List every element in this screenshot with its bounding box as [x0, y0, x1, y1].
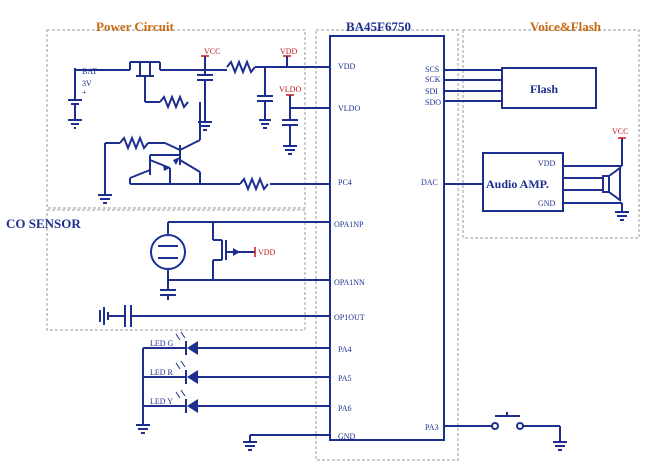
vcc-label: VCC: [204, 47, 220, 56]
audio-amp-block: [482, 152, 564, 212]
resistor-gate: [159, 96, 189, 108]
resistor-pc4: [239, 178, 269, 190]
mcu-chip: [329, 35, 445, 441]
audio-amp-label: Audio AMP.: [486, 177, 549, 191]
pin-pa5: PA5: [338, 374, 352, 383]
pin-sck: SCK: [425, 75, 441, 84]
resistor-vdd: [226, 61, 256, 73]
spi-bus: [444, 69, 502, 185]
led-y-label: LED Y: [150, 397, 173, 406]
battery-voltage: 3V: [82, 79, 92, 88]
voice-flash-title: Voice&Flash: [530, 19, 602, 34]
led-r-diode: [187, 370, 198, 384]
pin-gnd: GND: [338, 432, 356, 441]
fet-arrow: [233, 248, 240, 256]
vdd-label: VDD: [280, 47, 298, 56]
led-g-label: LED G: [150, 339, 174, 348]
chip-gnd: [243, 434, 330, 451]
pin-dac: DAC: [421, 178, 438, 187]
flash-block: [501, 67, 597, 109]
amp-vdd-label: VDD: [538, 159, 556, 168]
transistor-arrow-2: [163, 165, 170, 171]
pin-vdd: VDD: [338, 62, 356, 71]
chip-dashed-box: [315, 29, 459, 461]
vdd-sensor-label: VDD: [258, 248, 276, 257]
pin-scs: SCS: [425, 65, 439, 74]
pin-sdo: SDO: [425, 98, 441, 107]
pin-opa1np: OPA1NP: [334, 220, 364, 229]
amp-wiring: [563, 138, 629, 221]
voice-flash-box: [462, 29, 640, 239]
pin-pa3: PA3: [425, 423, 439, 432]
pin-pc4: PC4: [338, 178, 352, 187]
battery-label: BAT: [82, 67, 97, 76]
power-circuit: [68, 56, 330, 204]
power-circuit-box: [46, 29, 306, 209]
power-circuit-title: Power Circuit: [96, 19, 175, 34]
pa3-pushbutton: [444, 412, 567, 451]
pin-pa6: PA6: [338, 404, 352, 413]
vcc2-label: VCC: [612, 127, 628, 136]
transistor-arrow: [173, 157, 180, 165]
resistor-base: [119, 137, 149, 149]
vldo-label: VLDO: [279, 85, 301, 94]
co-sensor-circuit: [99, 221, 330, 327]
chip-name: BA45F6750: [346, 19, 411, 34]
led-r-label: LED R: [150, 368, 174, 377]
pin-sdi: SDI: [425, 87, 438, 96]
battery-plus: +: [82, 88, 87, 97]
flash-label: Flash: [530, 82, 558, 96]
led-y-diode: [187, 399, 198, 413]
led-circuit: [136, 341, 330, 434]
led-g-diode: [187, 341, 198, 355]
co-sensor-box: [46, 209, 306, 331]
pin-vldo: VLDO: [338, 104, 360, 113]
pin-pa4: PA4: [338, 345, 352, 354]
pin-opa1nn: OPA1NN: [334, 278, 365, 287]
pin-op1out: OP1OUT: [334, 313, 365, 322]
amp-gnd-label: GND: [538, 199, 556, 208]
co-sensor-title: CO SENSOR: [6, 216, 81, 231]
